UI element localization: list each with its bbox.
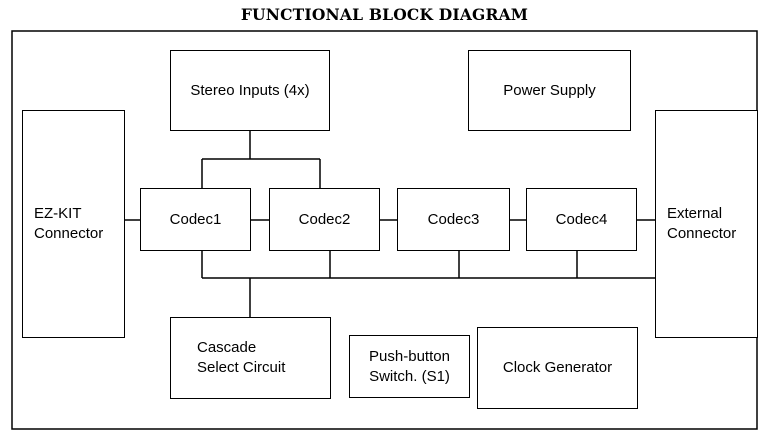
codec4-label: Codec4 xyxy=(555,210,608,228)
power-supply-label: Power Supply xyxy=(503,81,596,99)
cascade-select-label: Cascade Select Circuit xyxy=(197,339,286,376)
clock-generator-label: Clock Generator xyxy=(502,359,613,376)
power-supply-block: Power Supply xyxy=(468,50,631,131)
diagram-title: FUNCTIONAL BLOCK DIAGRAM xyxy=(240,5,529,24)
codec3-label: Codec3 xyxy=(427,210,480,228)
ezkit-connector-block: EZ-KIT Connector xyxy=(22,110,125,338)
ezkit-connector-label: EZ-KIT Connector xyxy=(34,205,104,242)
stereo-inputs-block: Stereo Inputs (4x) xyxy=(170,50,330,131)
codec2-label: Codec2 xyxy=(298,210,351,228)
clock-generator-block: Clock Generator xyxy=(477,327,638,409)
codec2-block: Codec2 xyxy=(269,188,380,251)
external-connector-label: External Connector xyxy=(667,205,737,242)
stereo-inputs-label: Stereo Inputs (4x) xyxy=(190,81,310,99)
external-connector-block: External Connector xyxy=(655,110,758,338)
cascade-select-block: Cascade Select Circuit xyxy=(170,317,331,399)
pushbutton-switch-block: Push-button Switch. (S1) xyxy=(349,335,470,398)
codec1-label: Codec1 xyxy=(169,210,222,228)
codec1-block: Codec1 xyxy=(140,188,251,251)
codec3-block: Codec3 xyxy=(397,188,510,251)
codec4-block: Codec4 xyxy=(526,188,637,251)
pushbutton-switch-label: Push-button Switch. (S1) xyxy=(369,347,450,385)
